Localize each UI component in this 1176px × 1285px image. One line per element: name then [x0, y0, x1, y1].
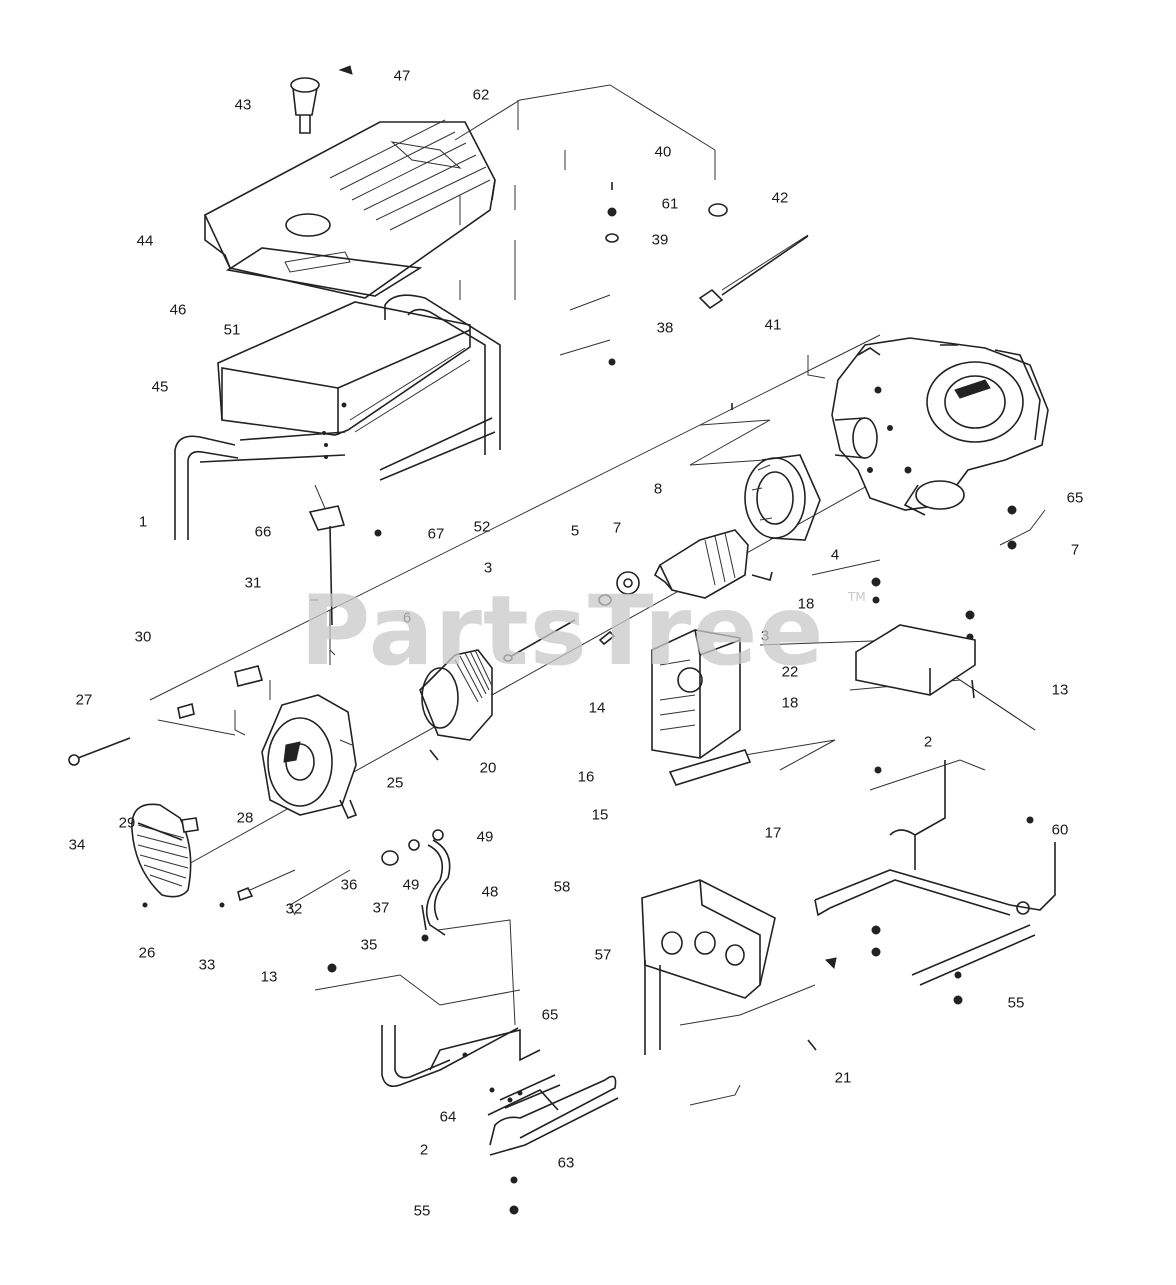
callout-21: 21 — [834, 1069, 852, 1087]
callout-3a: 3 — [483, 559, 493, 577]
bracket-31 — [234, 665, 263, 687]
receptacle-panel[interactable] — [641, 879, 776, 1055]
air-filter-cover[interactable] — [131, 803, 192, 898]
callout-35: 35 — [360, 936, 378, 954]
bolt-27 — [68, 737, 131, 766]
washer-5 — [598, 594, 612, 606]
callout-40: 40 — [654, 143, 672, 161]
callout-47: 47 — [393, 67, 411, 85]
fuel-line — [381, 829, 451, 936]
callout-64: 64 — [439, 1108, 457, 1126]
callout-4: 4 — [830, 546, 840, 564]
control-box[interactable] — [651, 629, 741, 759]
callout-26: 26 — [138, 944, 156, 962]
callout-51: 51 — [223, 321, 241, 339]
callout-45: 45 — [151, 378, 169, 396]
upper-frame — [174, 294, 501, 540]
callout-27: 27 — [75, 691, 93, 709]
watermark-trademark: TM — [848, 590, 866, 604]
callout-41: 41 — [764, 316, 782, 334]
callout-31: 31 — [244, 574, 262, 592]
callout-34: 34 — [68, 836, 86, 854]
callout-43: 43 — [234, 96, 252, 114]
callout-29: 29 — [118, 814, 136, 832]
callout-6: 6 — [402, 609, 412, 627]
callout-61: 61 — [661, 195, 679, 213]
frame-right[interactable] — [814, 760, 1056, 986]
panel-bracket-16 — [668, 749, 752, 786]
fuel-tank[interactable] — [203, 119, 496, 299]
rotor[interactable] — [653, 529, 749, 599]
through-bolt[interactable] — [503, 619, 576, 662]
bracket-30 — [177, 702, 195, 720]
callout-8: 8 — [653, 480, 663, 498]
bracket-66 — [308, 505, 346, 626]
callout-18a: 18 — [797, 595, 815, 613]
fuel-cap[interactable] — [290, 77, 320, 134]
callout-28: 28 — [236, 809, 254, 827]
callout-22: 22 — [781, 663, 799, 681]
callout-48: 48 — [481, 883, 499, 901]
callout-2b: 2 — [419, 1141, 429, 1159]
callout-60: 60 — [1051, 821, 1069, 839]
small-hardware — [137, 65, 1034, 1215]
callout-55b: 55 — [1007, 994, 1025, 1012]
callout-33: 33 — [198, 956, 216, 974]
callout-32: 32 — [285, 900, 303, 918]
engine-adapter[interactable] — [744, 454, 821, 541]
callout-1: 1 — [138, 513, 148, 531]
engine[interactable] — [807, 337, 1049, 516]
stud-18 — [751, 571, 773, 581]
tank-mount-plate — [225, 247, 423, 297]
clip-28 — [181, 817, 199, 833]
leader-lines — [149, 84, 1046, 1106]
callout-17: 17 — [764, 824, 782, 842]
bolt-14 — [598, 630, 616, 646]
callout-62: 62 — [472, 86, 490, 104]
callout-49a: 49 — [402, 876, 420, 894]
callout-46: 46 — [169, 301, 187, 319]
callout-5: 5 — [570, 522, 580, 540]
callout-44: 44 — [136, 232, 154, 250]
callout-42: 42 — [771, 189, 789, 207]
callout-65b: 65 — [1066, 489, 1084, 507]
callout-16: 16 — [577, 768, 595, 786]
rail-3 — [855, 624, 976, 696]
callout-38: 38 — [656, 319, 674, 337]
callout-67: 67 — [427, 525, 445, 543]
callout-49b: 49 — [476, 828, 494, 846]
tank-bracket[interactable] — [217, 301, 471, 459]
watermark: PartsTree — [300, 575, 825, 687]
callout-63: 63 — [557, 1154, 575, 1172]
callout-25: 25 — [386, 774, 404, 792]
frame-front[interactable] — [381, 1025, 619, 1156]
callout-20: 20 — [479, 759, 497, 777]
callout-18b: 18 — [781, 694, 799, 712]
rear-bearing-carrier[interactable] — [261, 694, 358, 820]
callout-7a: 7 — [612, 519, 622, 537]
callout-15: 15 — [591, 806, 609, 824]
callout-39: 39 — [651, 231, 669, 249]
callout-52: 52 — [473, 518, 491, 536]
callout-13b: 13 — [1051, 681, 1069, 699]
callout-30: 30 — [134, 628, 152, 646]
callout-55a: 55 — [413, 1202, 431, 1220]
stator[interactable] — [419, 649, 493, 741]
callout-3b: 3 — [760, 627, 770, 645]
callout-66: 66 — [254, 523, 272, 541]
callout-36: 36 — [340, 876, 358, 894]
callout-2a: 2 — [923, 733, 933, 751]
callout-57: 57 — [594, 946, 612, 964]
callout-13a: 13 — [260, 968, 278, 986]
callout-37: 37 — [372, 899, 390, 917]
callout-65a: 65 — [541, 1006, 559, 1024]
callout-58: 58 — [553, 878, 571, 896]
bearing-7[interactable] — [616, 571, 640, 595]
callout-14: 14 — [588, 699, 606, 717]
callout-7b: 7 — [1070, 541, 1080, 559]
